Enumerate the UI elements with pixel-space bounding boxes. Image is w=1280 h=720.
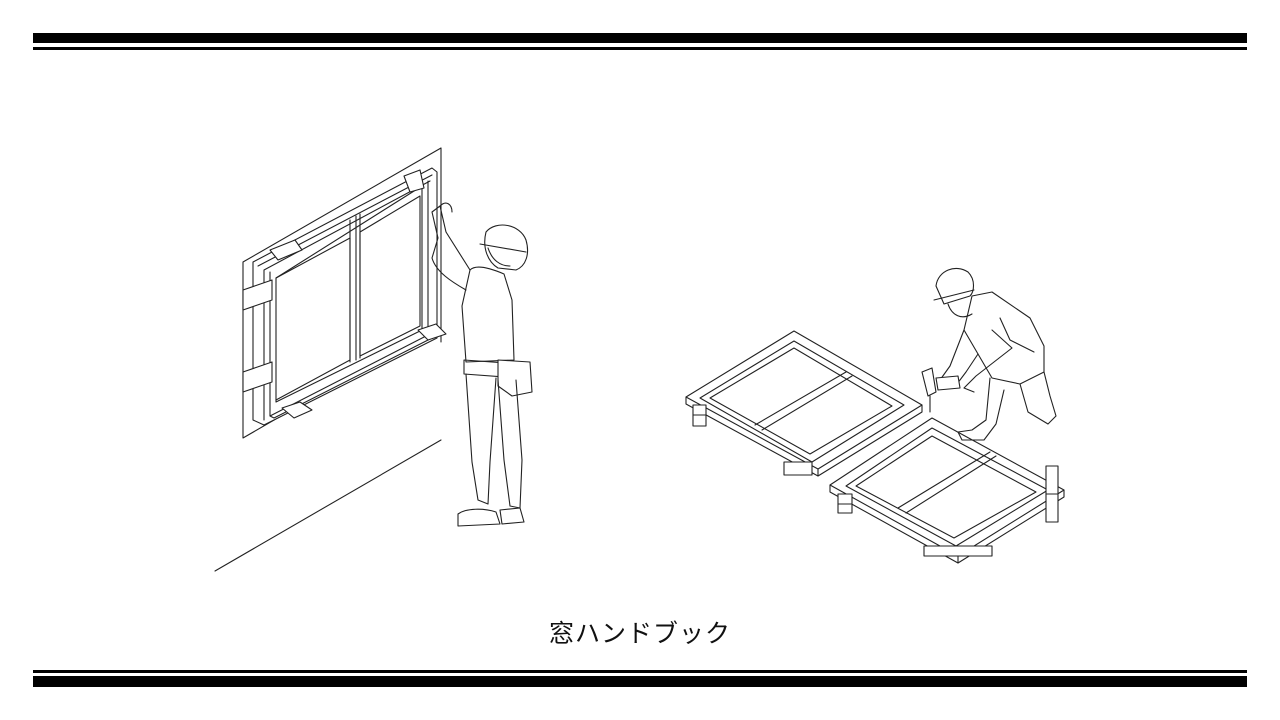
frame-assembly-illustration [685,268,1065,564]
bottom-rule-thick [33,676,1247,687]
top-rule-thick [33,33,1247,43]
bottom-rule-thin [33,670,1247,673]
window-install-illustration [214,147,533,572]
top-rule-thin [33,47,1247,50]
document-title: 窓ハンドブック [548,619,731,648]
